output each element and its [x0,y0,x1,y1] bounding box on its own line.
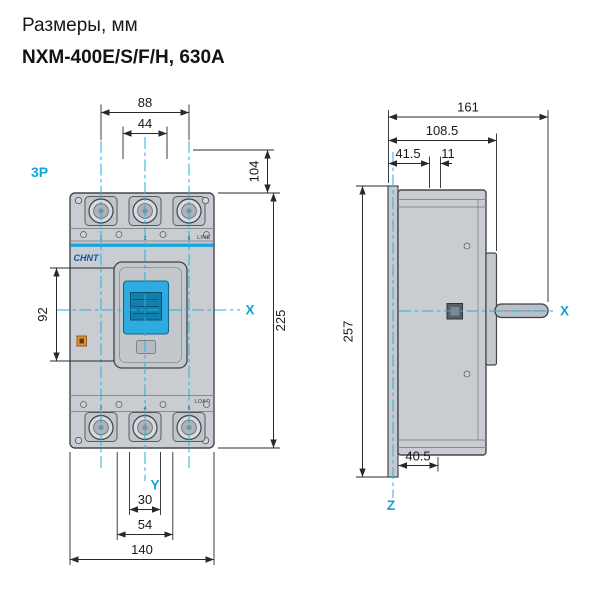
page-title: Размеры, мм [22,15,138,36]
dim-label-cover-cutout-height: 92 [35,307,50,321]
fixing-screw [80,401,87,408]
dim-label-slot-width: 30 [138,492,152,507]
dim-label-overall-height: 257 [341,321,356,343]
terminal-screw-center [142,424,148,431]
dim-label-overall-width: 140 [131,542,153,557]
corner-screw [74,436,83,445]
dim-label-terminal-zone-height: 104 [247,161,262,183]
fixing-screw [115,401,123,408]
push-to-trip-button [136,340,156,354]
pole-count-label: 3P [31,164,48,180]
fixing-screw [203,231,210,238]
load-side-label: LOAD [194,399,210,405]
front-view: 1 3 5 LINE CHNT LOAD 2 4 6 [31,95,288,565]
dim-label-overall-depth: 161 [457,100,479,115]
side-view: X Z 257 161 108.5 41.5 11 40.5 [341,100,570,514]
chint-logo: CHNT [74,253,100,263]
x-axis-label: X [246,303,255,318]
fixing-screw [159,231,167,238]
dim-label-hole-step: 11 [441,146,455,161]
dim-label-pole-pitch: 44 [138,116,152,131]
blue-accent-bar [70,243,214,247]
dim-label-slot-spacing: 54 [138,517,152,532]
fixing-screw [115,231,123,238]
corner-screw [74,196,83,205]
model-designation: NXM-400E/S/F/H, 630A [22,47,225,68]
pole-number: 6 [188,406,191,412]
side-screw [463,242,471,250]
dim-label-top-hole-offset: 41.5 [395,146,420,161]
indicator-mark [79,338,84,344]
x-axis-label-side: X [560,304,569,319]
side-screw [463,370,471,378]
fixing-screw [203,401,210,408]
dim-label-body-height: 225 [273,310,288,332]
escutcheon-inner-frame [119,267,182,363]
y-axis-label: Y [151,478,160,493]
dim-label-bottom-hole-offset: 40.5 [405,449,430,464]
line-side-label: LINE [197,235,210,241]
corner-screw [201,196,210,205]
breaker-body-side [397,189,487,456]
fixing-screw [159,401,167,408]
dim-label-front-face-depth: 108.5 [426,123,459,138]
z-axis-label: Z [387,498,395,513]
dim-label-outer-pole-pitch: 88 [138,95,152,110]
pole-number: 2 [100,406,103,412]
fixing-screw [80,231,87,238]
